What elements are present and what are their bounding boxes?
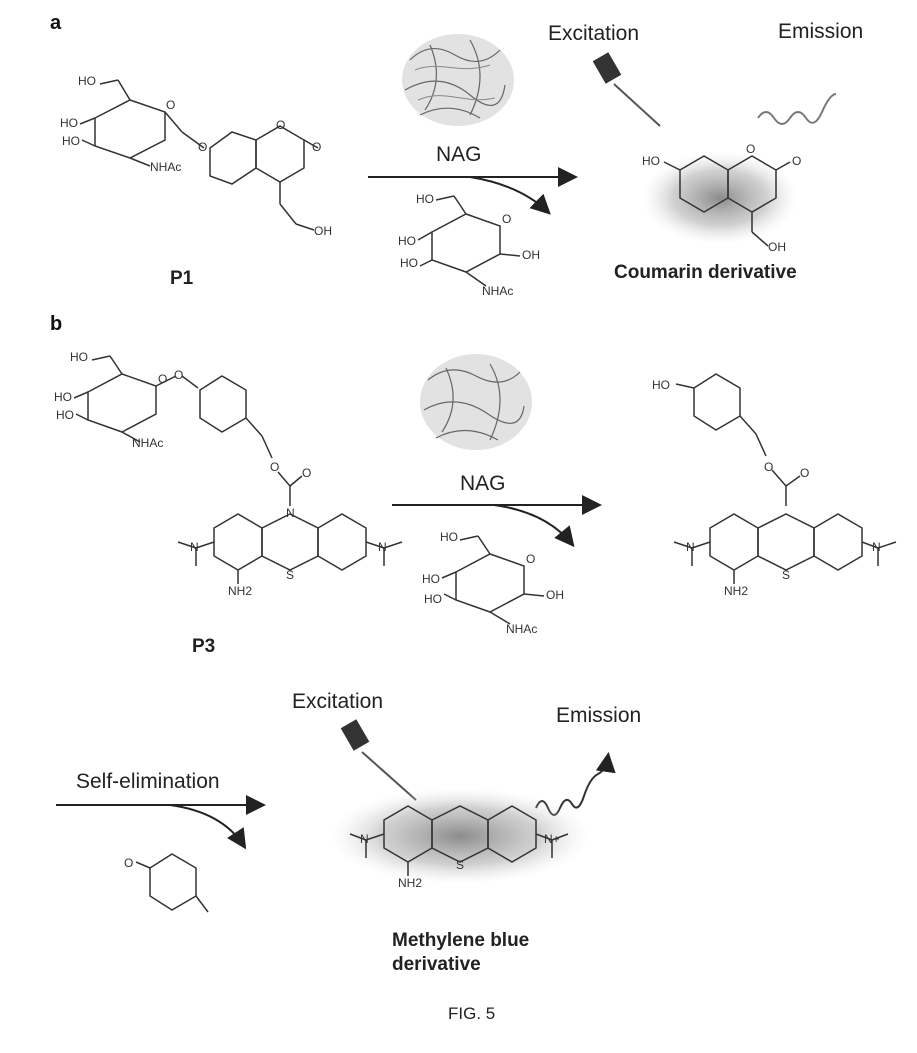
- atom-label: N: [360, 832, 369, 846]
- p3-phenyl-linker: [200, 376, 302, 506]
- byproduct-arrow-b: [494, 505, 572, 544]
- atom-label: N+: [544, 832, 560, 846]
- self-elimination-label: Self-elimination: [76, 770, 220, 794]
- atom-label: O: [158, 372, 167, 386]
- atom-label: HO: [78, 74, 96, 88]
- atom-label: NH2: [724, 584, 748, 598]
- byproduct-arrow-a: [470, 177, 548, 212]
- atom-label: O: [746, 142, 755, 156]
- enzyme-structure-b: [420, 354, 532, 450]
- atom-label: OH: [768, 240, 786, 254]
- atom-label: O: [270, 460, 279, 474]
- p1-coumarin-core: [210, 126, 318, 230]
- atom-label: OH: [522, 248, 540, 262]
- atom-label: N: [686, 540, 695, 554]
- atom-label: HO: [642, 154, 660, 168]
- glcnac-byproduct-a: [418, 196, 520, 286]
- excitation-label-a: Excitation: [548, 22, 639, 46]
- atom-label: O: [800, 466, 809, 480]
- atom-label: HO: [54, 390, 72, 404]
- excitation-laser-a: [593, 52, 660, 126]
- panel-letter-b: b: [50, 313, 62, 336]
- emission-label-a: Emission: [778, 20, 863, 44]
- atom-label: O: [526, 552, 535, 566]
- atom-label: O: [276, 118, 285, 132]
- excitation-laser-b: [341, 719, 416, 800]
- atom-label: OH: [314, 224, 332, 238]
- atom-label: NH2: [398, 876, 422, 890]
- atom-label: HO: [652, 378, 670, 392]
- intermediate-structure: [674, 374, 896, 584]
- atom-label: O: [792, 154, 801, 168]
- atom-label: N: [286, 506, 295, 520]
- emission-wave-a: [758, 94, 836, 124]
- atom-label: N: [190, 540, 199, 554]
- p1-sugar-ring: [80, 80, 204, 166]
- emission-label-b: Emission: [556, 704, 641, 728]
- atom-label: NHAc: [132, 436, 163, 450]
- atom-label: O: [174, 368, 183, 382]
- atom-label: HO: [398, 234, 416, 248]
- enzyme-structure-a: [402, 34, 514, 126]
- excitation-label-b: Excitation: [292, 690, 383, 714]
- substrate-label-p1: P1: [170, 268, 193, 290]
- product-label-coumarin: Coumarin derivative: [614, 262, 797, 284]
- panel-letter-a: a: [50, 12, 61, 35]
- atom-label: N: [872, 540, 881, 554]
- atom-label: HO: [440, 530, 458, 544]
- byproduct-arrow-c: [170, 805, 244, 846]
- atom-label: HO: [60, 116, 78, 130]
- atom-label: HO: [62, 134, 80, 148]
- atom-label: S: [782, 568, 790, 582]
- atom-label: NH2: [228, 584, 252, 598]
- atom-label: S: [286, 568, 294, 582]
- atom-label: O: [166, 98, 175, 112]
- atom-label: O: [124, 856, 133, 870]
- atom-label: N: [378, 540, 387, 554]
- atom-label: HO: [70, 350, 88, 364]
- figure-caption: FIG. 5: [448, 1004, 495, 1024]
- atom-label: NHAc: [506, 622, 537, 636]
- glcnac-byproduct-b: [442, 536, 544, 624]
- atom-label: HO: [56, 408, 74, 422]
- atom-label: HO: [416, 192, 434, 206]
- atom-label: NHAc: [482, 284, 513, 298]
- atom-label: HO: [400, 256, 418, 270]
- substrate-label-p3: P3: [192, 636, 215, 658]
- atom-label: NHAc: [150, 160, 181, 174]
- atom-label: HO: [424, 592, 442, 606]
- enzyme-label-b: NAG: [460, 472, 506, 496]
- atom-label: O: [302, 466, 311, 480]
- atom-label: S: [456, 858, 464, 872]
- enzyme-label-a: NAG: [436, 143, 482, 167]
- atom-label: O: [198, 140, 207, 154]
- atom-label: O: [312, 140, 321, 154]
- atom-label: HO: [422, 572, 440, 586]
- quinone-methide-byproduct: [136, 854, 208, 912]
- atom-label: O: [764, 460, 773, 474]
- atom-label: OH: [546, 588, 564, 602]
- product-label-methylene-blue-line2: derivative: [392, 954, 481, 976]
- atom-label: O: [502, 212, 511, 226]
- product-label-methylene-blue-line1: Methylene blue: [392, 930, 529, 952]
